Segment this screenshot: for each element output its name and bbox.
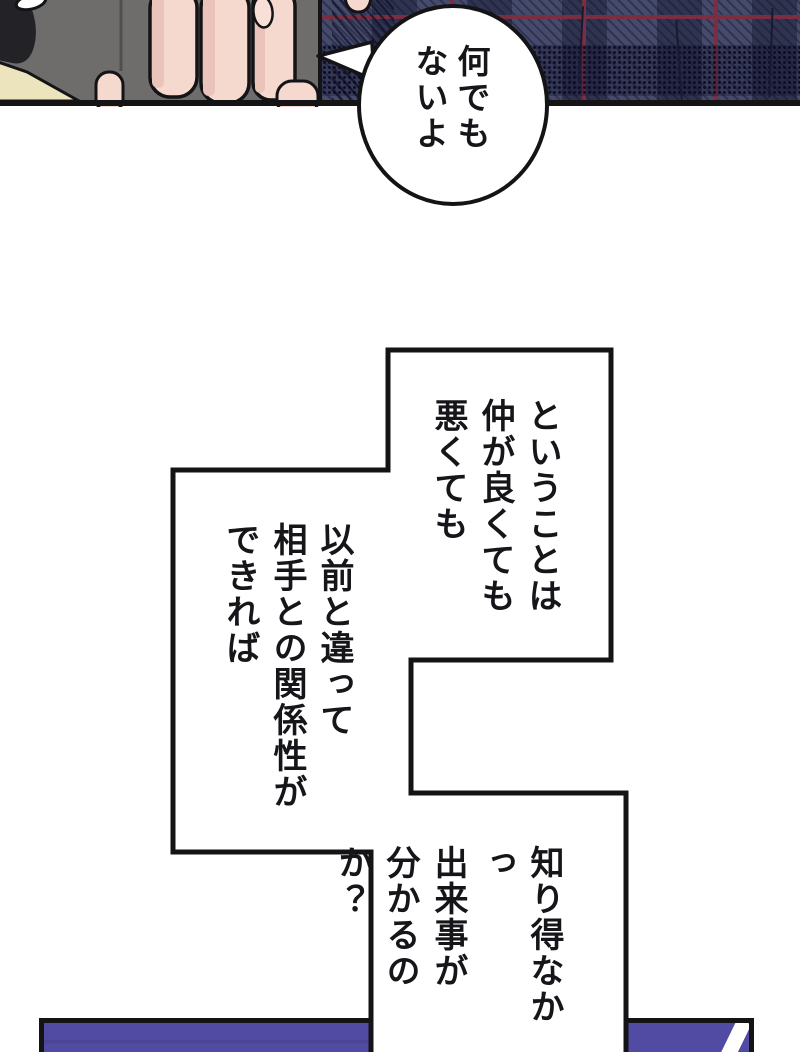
narration-text-middle: 以前と違って 相手との関係性が できれば <box>220 522 354 810</box>
skin-shape <box>343 0 373 14</box>
speech-bubble-body <box>357 4 549 206</box>
narration-balloon-outline <box>170 347 629 1052</box>
fingernail <box>252 0 274 29</box>
small-bubble-text: 何でも ないよ <box>410 44 491 152</box>
finger-shading <box>152 0 164 88</box>
bottom-panel-right <box>625 1018 754 1052</box>
finger-shading <box>203 0 215 96</box>
narration-text-bottom: 知り得なかっ 出来事が 分かるのか？ <box>332 845 564 1025</box>
bottom-panel-left <box>39 1018 375 1052</box>
pinky-fingertip <box>94 70 125 107</box>
hair-highlight <box>14 0 48 12</box>
narration-text-top: ということは 仲が良くても 悪くても <box>428 398 562 614</box>
hair-silhouette <box>0 0 36 64</box>
small-speech-bubble <box>316 4 549 206</box>
